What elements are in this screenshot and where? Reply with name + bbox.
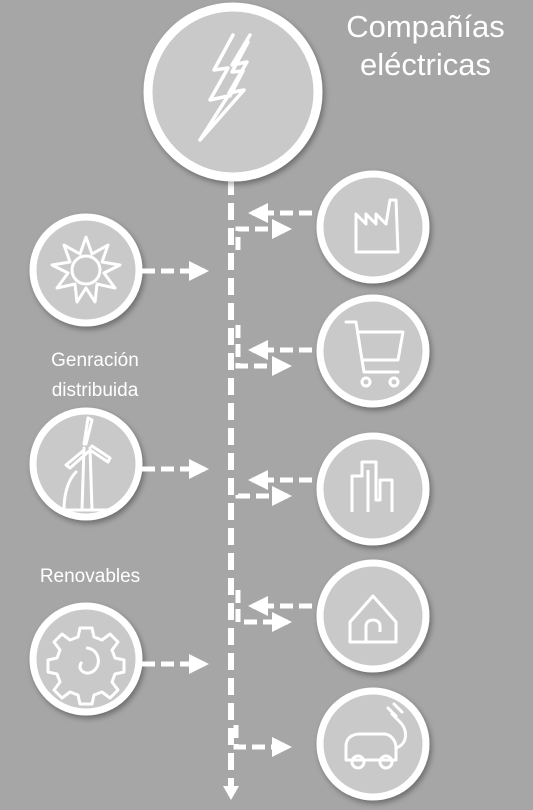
title-line-2: eléctricas: [360, 47, 491, 82]
renewables-label: Renovables: [39, 566, 141, 587]
gear-icon: [46, 626, 126, 706]
buildings-supply-arrow: [235, 486, 292, 506]
car-node: [316, 687, 430, 801]
gear-node: [29, 602, 143, 716]
lightning-icon: [198, 33, 252, 142]
title-line-1: Compañías: [346, 9, 505, 44]
car-supply-arrow: [233, 725, 292, 757]
house-icon: [348, 594, 398, 644]
factory-supply-arrow: [235, 219, 292, 250]
sun-node: [29, 213, 143, 327]
shopping-node: [316, 294, 430, 408]
consumer-links: [233, 203, 312, 757]
house-node: [316, 559, 430, 673]
generation-label-line-1: Genración: [51, 350, 139, 371]
factory-node: [316, 170, 430, 284]
buildings-icon: [350, 460, 394, 512]
source-arrows: [142, 261, 209, 674]
shopping-cart-icon: [344, 320, 405, 388]
generation-label: Genración distribuida: [10, 346, 180, 406]
generation-label-line-2: distribuida: [51, 380, 139, 401]
house-supply-arrow: [235, 590, 292, 632]
wind-node: [29, 407, 143, 521]
utility-node: [143, 2, 323, 182]
buildings-node: [316, 432, 430, 546]
sun-icon: [50, 235, 122, 304]
main-trunk-arrowhead: [223, 786, 239, 800]
cart-supply-arrow: [235, 325, 292, 376]
wind-turbine-icon: [58, 416, 114, 512]
title-label: Compañías eléctricas: [318, 8, 533, 84]
factory-icon: [354, 198, 400, 254]
electric-car-icon: [344, 702, 407, 770]
